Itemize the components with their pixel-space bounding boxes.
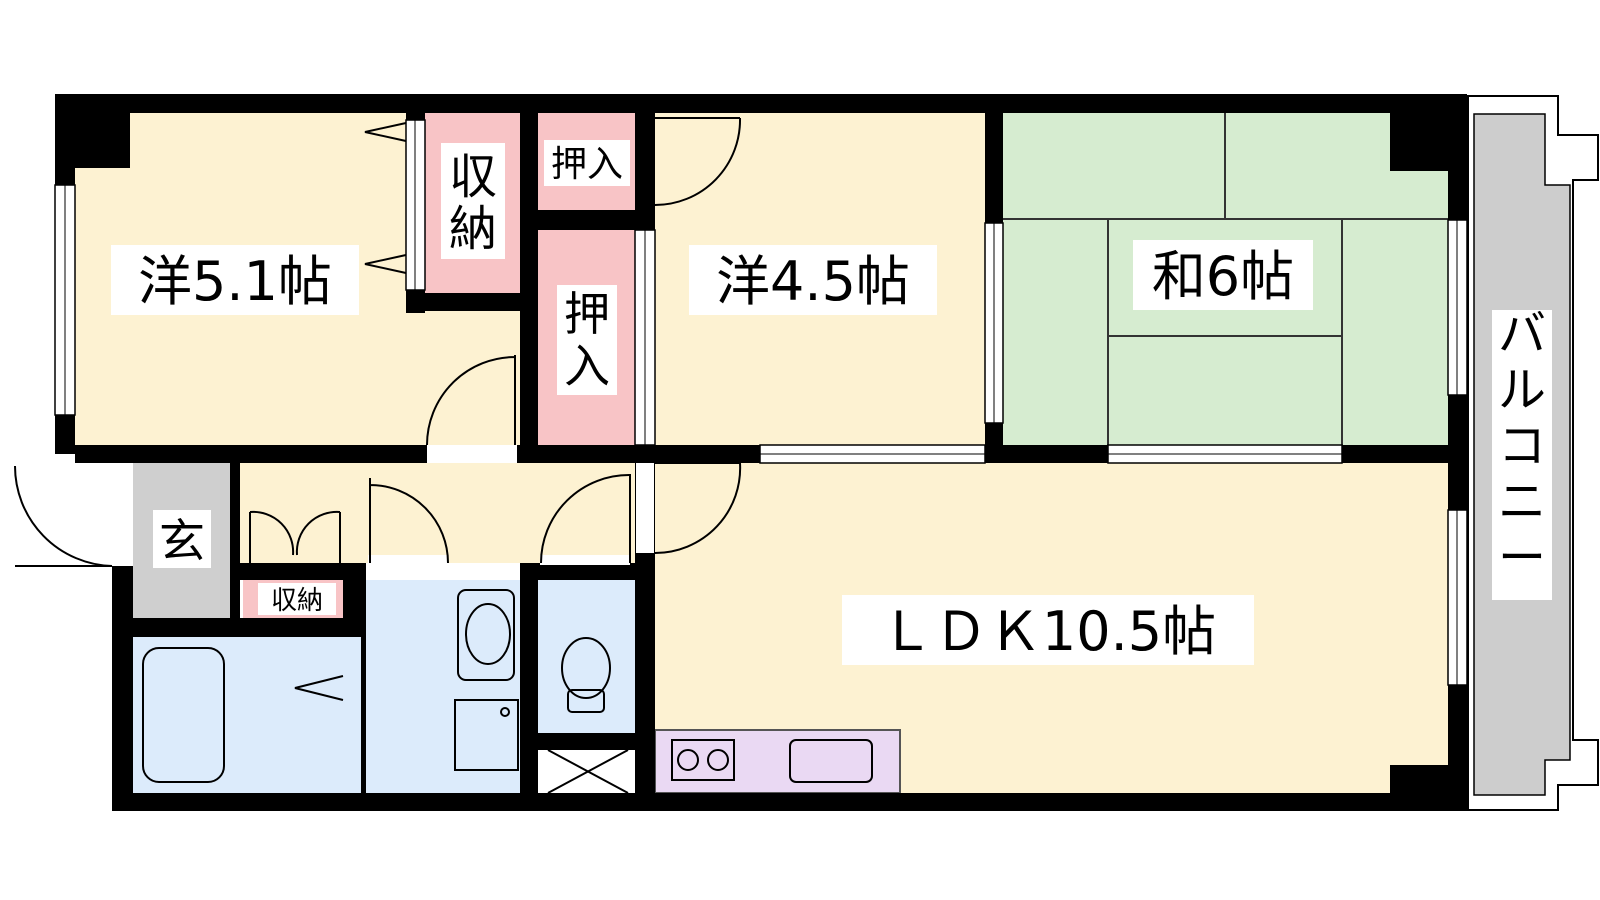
windows [54, 119, 1468, 686]
labels: 洋5.1帖 洋4.5帖 和6帖 ＬＤＫ10.5帖 玄 収納 収納 押入 押入 バ… [111, 140, 1552, 665]
washbasin [457, 589, 515, 681]
doors [14, 117, 742, 701]
room-western-2-label: 洋4.5帖 [716, 250, 910, 313]
room-ldk-label: ＬＤＫ10.5帖 [880, 600, 1216, 663]
storage-small-label: 収納 [271, 586, 323, 616]
label-char: バ [1498, 306, 1546, 362]
closet-top-label: 押入 [551, 144, 623, 185]
hallway-floor [240, 463, 640, 563]
label-char: 納 [449, 201, 497, 257]
closet-side-label: 押入 [564, 287, 610, 393]
entrance-label: 玄 [159, 514, 205, 568]
washroom-floor [366, 580, 520, 793]
room-japanese-label: 和6帖 [1152, 245, 1294, 308]
label-char: ニ [1498, 474, 1546, 530]
toilet-bowl [561, 637, 611, 699]
bathroom-floor [133, 637, 361, 793]
tatami-lines [1003, 113, 1448, 445]
label-char: 押 [564, 287, 610, 341]
storage-tall-label: 収納 [449, 149, 497, 257]
fixtures [142, 589, 873, 794]
label-char: ル [1498, 362, 1546, 418]
label-char: 入 [564, 339, 610, 393]
label-char: コ [1498, 418, 1546, 474]
toilet-floor [538, 580, 635, 733]
label-char: ー [1498, 530, 1546, 586]
balcony-label: バルコニー [1498, 306, 1546, 586]
washing-machine [454, 699, 519, 771]
label-char: 収 [449, 149, 497, 205]
room-western-1-label: 洋5.1帖 [138, 250, 332, 313]
bathtub [142, 647, 225, 783]
